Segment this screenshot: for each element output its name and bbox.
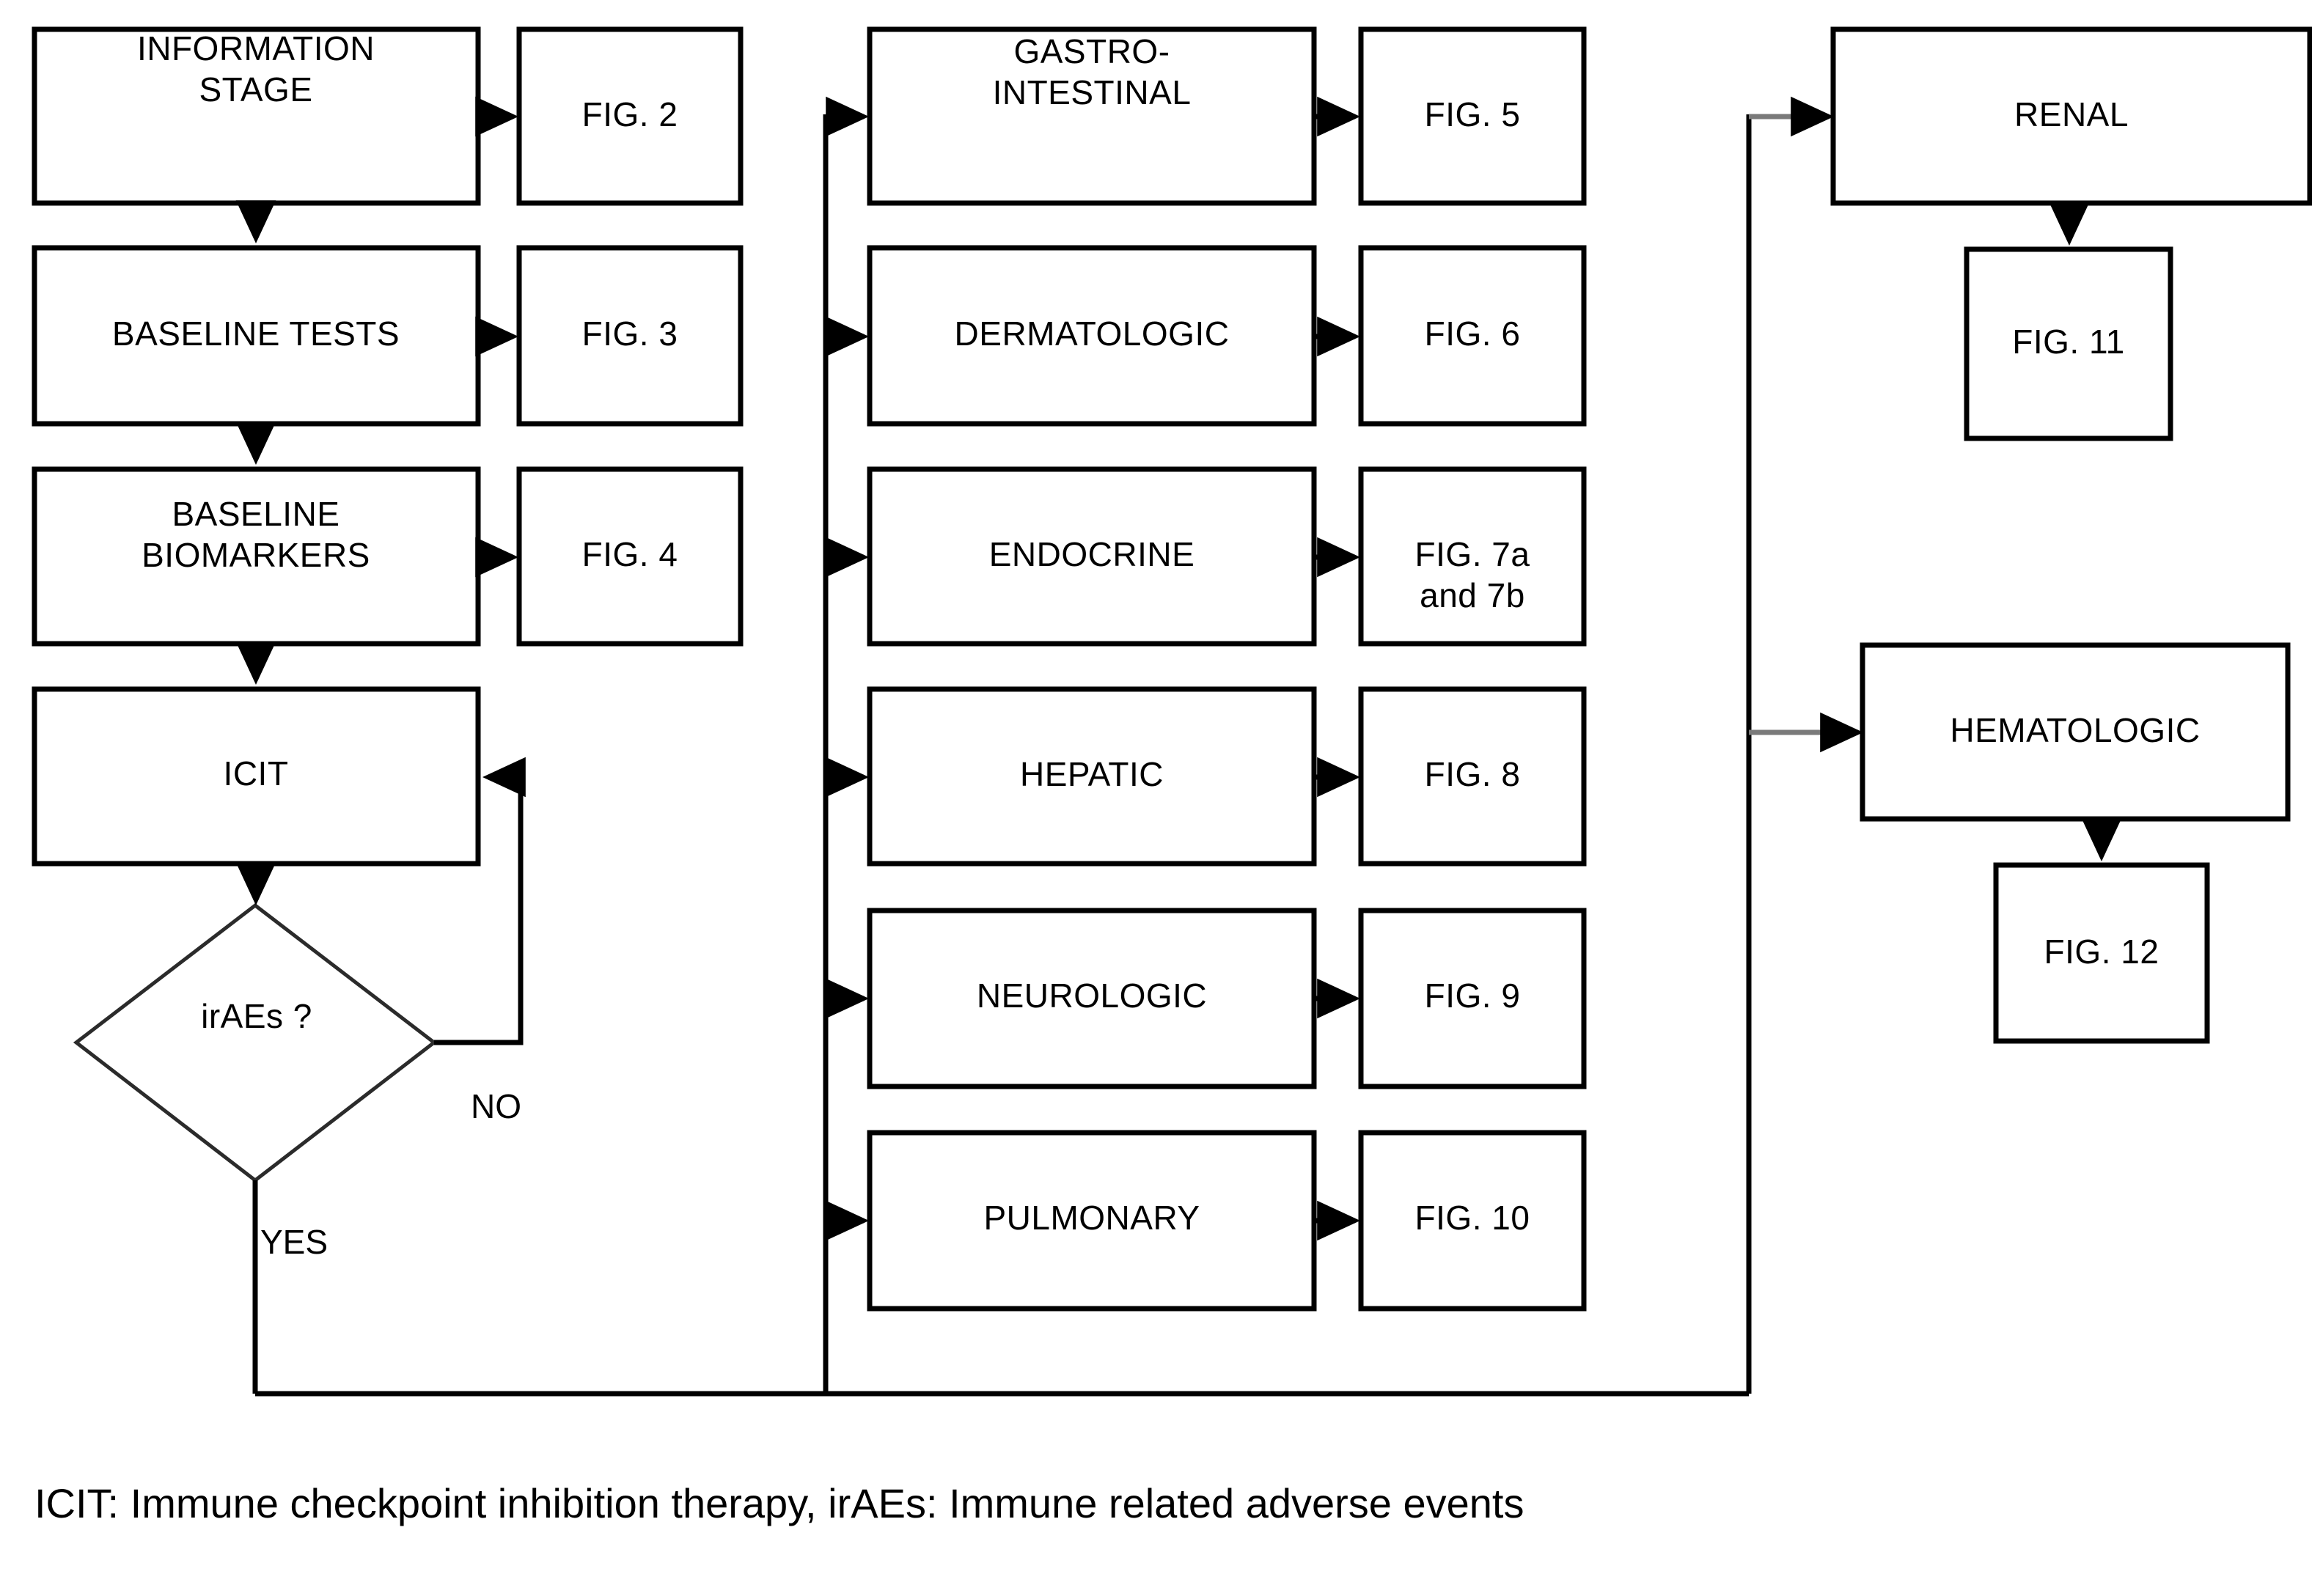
decision-iraes-label: irAEs ?	[201, 997, 312, 1035]
fig10-label: FIG. 10	[1415, 1199, 1530, 1237]
node-hematologic[interactable]: HEMATOLOGIC	[1860, 642, 2291, 822]
edge-label-yes: YES	[260, 1223, 328, 1261]
fig9-label: FIG. 9	[1425, 977, 1521, 1015]
endocrine-label: ENDOCRINE	[989, 535, 1195, 573]
fig8-label: FIG. 8	[1425, 755, 1521, 793]
icit-label: ICIT	[224, 754, 289, 793]
fig6-label: FIG. 6	[1425, 315, 1521, 353]
fig11-label: FIG. 11	[2012, 323, 2124, 361]
node-baseline-biomarkers[interactable]: BASELINE BIOMARKERS	[32, 466, 481, 647]
baseline-biomarkers-label-line2: BIOMARKERS	[142, 536, 370, 574]
baseline-biomarkers-label-line1: BASELINE	[172, 495, 340, 533]
connector-no-loopback-to-icit	[434, 757, 526, 1045]
node-dermatologic[interactable]: DERMATOLOGIC	[867, 245, 1317, 427]
baseline-tests-label: BASELINE TESTS	[112, 315, 400, 353]
node-endocrine[interactable]: ENDOCRINE	[867, 466, 1317, 647]
information-stage-label-line1: INFORMATION	[137, 29, 375, 67]
node-decision-iraes[interactable]: irAEs ?	[73, 902, 438, 1183]
diagram-caption: ICIT: Immune checkpoint inhibition thera…	[34, 1480, 1524, 1526]
node-fig5[interactable]: FIG. 5	[1358, 26, 1587, 206]
information-stage-label-line2: STAGE	[199, 70, 312, 109]
fig3-label: FIG. 3	[582, 315, 678, 353]
fig2-label: FIG. 2	[582, 95, 678, 133]
fig4-label: FIG. 4	[582, 535, 678, 573]
gastrointestinal-label-line1: GASTRO-	[1013, 32, 1170, 70]
pulmonary-label: PULMONARY	[983, 1199, 1200, 1237]
node-gastrointestinal[interactable]: GASTRO- INTESTINAL	[867, 26, 1317, 206]
node-baseline-tests[interactable]: BASELINE TESTS	[32, 245, 481, 427]
fig5-label: FIG. 5	[1425, 95, 1521, 133]
node-fig10[interactable]: FIG. 10	[1358, 1130, 1587, 1312]
node-fig4[interactable]: FIG. 4	[516, 466, 744, 647]
gastrointestinal-label-line2: INTESTINAL	[993, 73, 1192, 111]
fig7-label-line1: FIG. 7a	[1415, 535, 1530, 573]
dermatologic-label: DERMATOLOGIC	[955, 315, 1230, 353]
fig7-label-line2: and 7b	[1420, 576, 1525, 614]
fig12-label: FIG. 12	[2044, 933, 2159, 971]
node-information-stage[interactable]: INFORMATION STAGE	[32, 26, 481, 206]
hepatic-label: HEPATIC	[1020, 755, 1164, 793]
node-hepatic[interactable]: HEPATIC	[867, 686, 1317, 867]
node-fig11[interactable]: FIG. 11	[1964, 246, 2173, 441]
node-pulmonary[interactable]: PULMONARY	[867, 1130, 1317, 1312]
hematologic-label: HEMATOLOGIC	[1950, 711, 2200, 749]
node-icit[interactable]: ICIT	[32, 686, 481, 867]
node-renal[interactable]: RENAL	[1830, 26, 2312, 206]
node-fig7[interactable]: FIG. 7a and 7b	[1358, 466, 1587, 647]
neurologic-label: NEUROLOGIC	[977, 977, 1207, 1015]
node-fig3[interactable]: FIG. 3	[516, 245, 744, 427]
node-fig8[interactable]: FIG. 8	[1358, 686, 1587, 867]
node-neurologic[interactable]: NEUROLOGIC	[867, 908, 1317, 1089]
node-fig9[interactable]: FIG. 9	[1358, 908, 1587, 1089]
renal-label: RENAL	[2014, 95, 2129, 133]
node-fig12[interactable]: FIG. 12	[1993, 862, 2210, 1044]
node-fig2[interactable]: FIG. 2	[516, 26, 744, 206]
node-fig6[interactable]: FIG. 6	[1358, 245, 1587, 427]
edge-label-no: NO	[471, 1087, 521, 1125]
